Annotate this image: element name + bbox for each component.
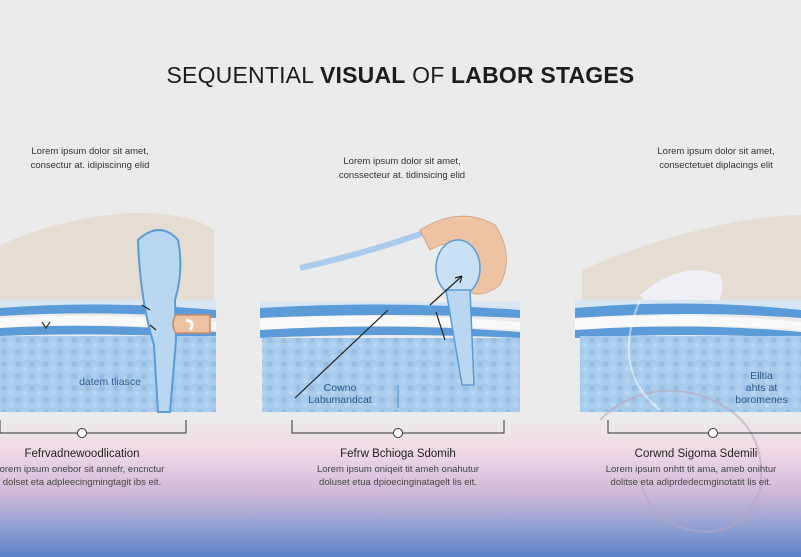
- stage-3-desc: Lorem ipsum onhtt tit ama, ameb onihtur …: [605, 464, 777, 488]
- title-part-1: SEQUENTIAL: [166, 62, 320, 88]
- caption-center: Lorem ipsum dolor sit amet, conssecteur …: [338, 156, 466, 181]
- skin-layer-right: [582, 215, 801, 305]
- panel-left: [0, 212, 216, 413]
- bracket-left: [0, 420, 187, 438]
- panel-center: [260, 215, 520, 412]
- page-title: SEQUENTIAL VISUAL OF LABOR STAGES: [0, 62, 801, 89]
- title-part-2: VISUAL: [319, 62, 406, 88]
- panel-label-left: datem tliasce: [79, 376, 141, 388]
- bracket-center: [291, 420, 505, 438]
- title-part-3: OF: [405, 62, 452, 88]
- caption-left: Lorem ipsum dolor sit amet, consectur at…: [30, 146, 150, 171]
- title-part-4: LABOR STAGES: [451, 62, 635, 88]
- tissue-right: [580, 336, 801, 412]
- stage-1-title: Fefrvadnewoodlication: [24, 448, 140, 460]
- stage-1-desc: orem ipsum onebor sit annefr, encnctur d…: [0, 464, 165, 488]
- panel-right: [575, 215, 801, 533]
- panel-label-right: Elltia ahts at boromenes: [735, 370, 788, 406]
- stage-2-desc: Lorem ipsum oniqeit tit ameh onahutur do…: [316, 464, 480, 488]
- caption-right: Lorem ipsum dolor sit amet, consectetuet…: [657, 146, 775, 171]
- tissue-center: [262, 338, 520, 412]
- stage-3-title: Corwnd Sigoma Sdemili: [634, 448, 758, 460]
- stage-2-title: Fefrw Bchioga Sdomih: [340, 448, 456, 460]
- canal-left: [136, 229, 182, 413]
- bracket-right: [607, 420, 801, 438]
- footer-gradient: [0, 417, 801, 557]
- panel-label-center: Cowno Labumandcat: [308, 382, 372, 406]
- membrane-right: [575, 303, 801, 318]
- canal-center: [445, 289, 475, 386]
- skin-layer-left: [0, 212, 214, 300]
- tissue-left: [0, 336, 216, 412]
